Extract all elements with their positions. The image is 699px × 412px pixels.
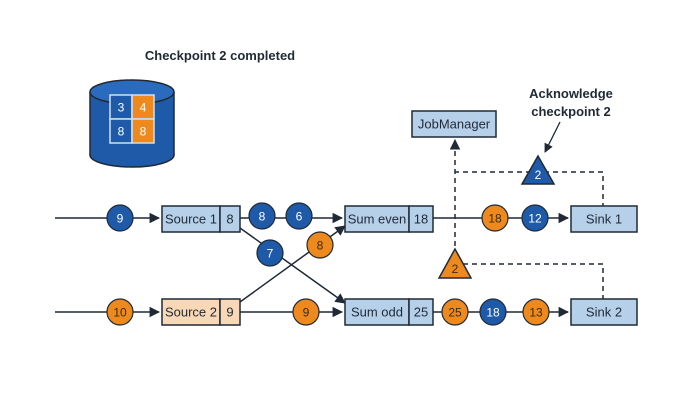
operator-source1: Source 1 8 xyxy=(161,205,241,233)
operator-sum-even: Sum even 18 xyxy=(344,205,434,233)
storage-cell-2-value: 4 xyxy=(140,101,147,115)
record-odd-out-1: 25 xyxy=(441,298,469,326)
jobmanager-label: JobManager xyxy=(418,117,491,132)
record-cross-7-value: 7 xyxy=(267,247,274,261)
source2-state: 9 xyxy=(226,305,233,320)
storage-caption: Checkpoint 2 completed xyxy=(145,48,295,63)
record-even-out-1-value: 18 xyxy=(488,212,502,226)
record-in-source2-value: 10 xyxy=(113,306,127,320)
record-s1-a-value: 8 xyxy=(259,210,266,224)
source1-name: Source 1 xyxy=(165,212,217,227)
sum-even-state: 18 xyxy=(414,212,428,227)
barrier-upper: 2 xyxy=(520,154,556,185)
barrier-upper-value: 2 xyxy=(535,168,542,182)
sink1-name: Sink 1 xyxy=(586,212,622,227)
record-cross-8-value: 8 xyxy=(317,239,324,253)
record-in-source1-value: 9 xyxy=(117,212,124,226)
operator-sink1: Sink 1 xyxy=(570,205,638,233)
record-cross-8: 8 xyxy=(306,231,334,259)
record-odd-out-2: 18 xyxy=(479,298,507,326)
record-even-out-2-value: 12 xyxy=(528,212,542,226)
stream-lines xyxy=(55,212,570,318)
ack-label-line2: checkpoint 2 xyxy=(531,104,610,119)
record-s2-to-odd-value: 9 xyxy=(303,306,310,320)
record-odd-out-3-value: 13 xyxy=(529,306,543,320)
record-in-source1: 9 xyxy=(106,204,134,232)
record-odd-out-2-value: 18 xyxy=(486,306,500,320)
sum-even-name: Sum even xyxy=(348,212,407,227)
record-cross-7: 7 xyxy=(256,239,284,267)
source1-state: 8 xyxy=(226,212,233,227)
barrier-lower-value: 2 xyxy=(452,262,459,276)
operator-sink2: Sink 2 xyxy=(570,298,638,326)
barrier-lower: 2 xyxy=(437,247,473,279)
record-even-out-1: 18 xyxy=(481,204,509,232)
operator-source2: Source 2 9 xyxy=(161,298,241,326)
record-odd-out-1-value: 25 xyxy=(448,306,462,320)
storage-cell-1-value: 3 xyxy=(118,101,125,115)
storage-cell-3-value: 8 xyxy=(118,125,125,139)
state-storage: 3 4 8 8 xyxy=(89,79,175,168)
record-odd-out-3: 13 xyxy=(522,298,550,326)
ack-pointer-arrow xyxy=(544,121,561,153)
ack-label-line1: Acknowledge xyxy=(529,86,613,101)
record-in-source2: 10 xyxy=(106,298,134,326)
record-s1-b: 6 xyxy=(285,202,313,230)
record-even-out-2: 12 xyxy=(521,204,549,232)
storage-cell-4 xyxy=(131,118,155,144)
jobmanager-box xyxy=(411,110,497,138)
storage-cell-4-value: 8 xyxy=(140,125,147,139)
sink2-name: Sink 2 xyxy=(586,305,622,320)
sum-odd-state: 25 xyxy=(414,305,428,320)
sum-odd-name: Sum odd xyxy=(351,305,403,320)
record-s1-b-value: 6 xyxy=(296,210,303,224)
ack-dashed-lines xyxy=(449,138,604,300)
source2-name: Source 2 xyxy=(165,305,217,320)
record-s1-a: 8 xyxy=(248,202,276,230)
record-s2-to-odd: 9 xyxy=(292,298,320,326)
operator-sum-odd: Sum odd 25 xyxy=(344,298,434,326)
